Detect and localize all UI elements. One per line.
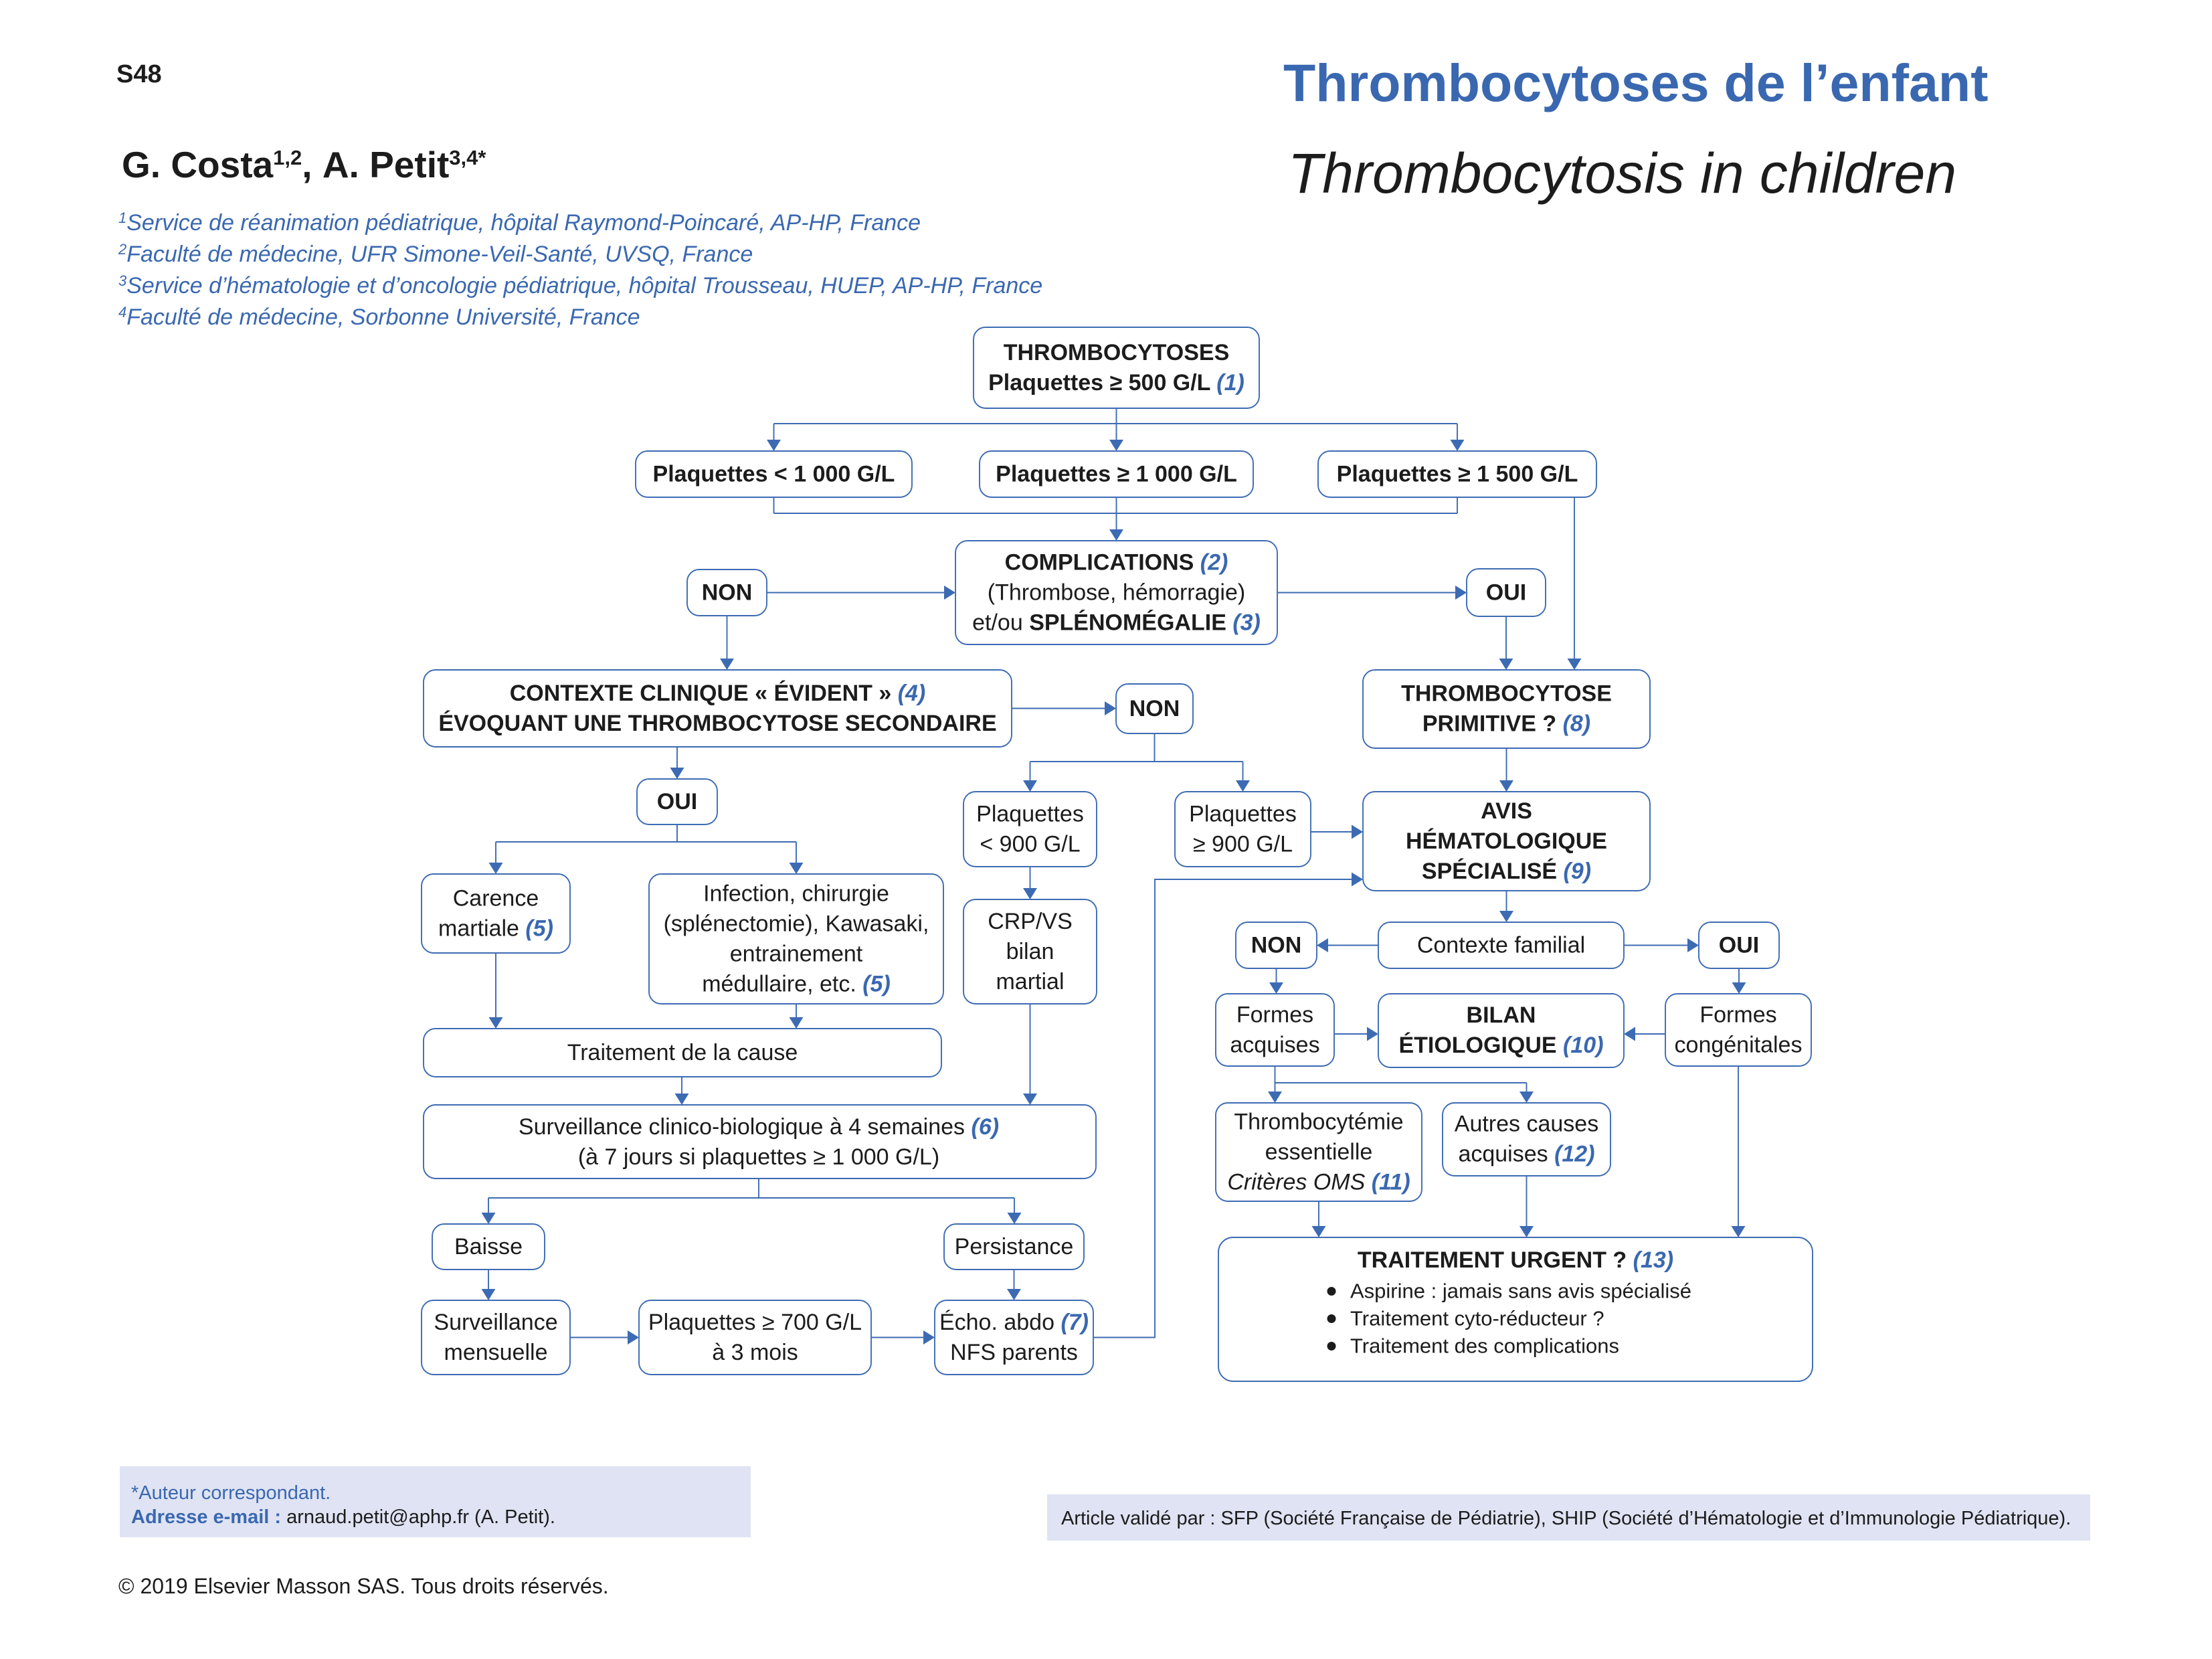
svg-text:(splénectomie), Kawasaki,: (splénectomie), Kawasaki,: [664, 911, 929, 937]
svg-text:bilan: bilan: [1006, 939, 1054, 964]
svg-text:martial: martial: [996, 969, 1064, 994]
svg-text:NFS parents: NFS parents: [950, 1340, 1078, 1365]
svg-text:G. Costa1,2, A. Petit3,4*: G. Costa1,2, A. Petit3,4*: [122, 144, 486, 185]
svg-text:Persistance: Persistance: [955, 1234, 1074, 1259]
svg-text:entrainement: entrainement: [730, 942, 863, 967]
svg-text:Infection, chirurgie: Infection, chirurgie: [703, 881, 889, 907]
svg-text:Plaquettes ≥ 500 G/L (1): Plaquettes ≥ 500 G/L (1): [988, 370, 1245, 396]
svg-text:Thrombocytoses de l’enfant: Thrombocytoses de l’enfant: [1283, 53, 1989, 112]
svg-text:Plaquettes ≥ 1 500 G/L: Plaquettes ≥ 1 500 G/L: [1337, 462, 1578, 487]
svg-text:OUI: OUI: [1486, 580, 1526, 606]
svg-text:< 900 G/L: < 900 G/L: [980, 832, 1080, 857]
svg-text:BILAN: BILAN: [1467, 1002, 1536, 1028]
svg-text:Autres causes: Autres causes: [1455, 1112, 1598, 1137]
svg-text:NON: NON: [702, 580, 753, 606]
svg-text:Formes: Formes: [1236, 1002, 1313, 1028]
svg-text:Contexte familial: Contexte familial: [1417, 933, 1585, 958]
svg-text:Adresse e-mail : arnaud.petit@: Adresse e-mail : arnaud.petit@aphp.fr (A…: [131, 1506, 555, 1528]
svg-text:acquises: acquises: [1230, 1033, 1319, 1058]
svg-text:ÉTIOLOGIQUE (10): ÉTIOLOGIQUE (10): [1398, 1033, 1603, 1058]
svg-text:2Faculté de médecine, UFR Simo: 2Faculté de médecine, UFR Simone-Veil-Sa…: [118, 241, 753, 267]
svg-text:CONTEXTE CLINIQUE « ÉVIDENT »: CONTEXTE CLINIQUE « ÉVIDENT » (4): [510, 681, 926, 706]
svg-text:AVIS: AVIS: [1481, 798, 1532, 824]
svg-text:≥ 900 G/L: ≥ 900 G/L: [1193, 832, 1293, 857]
svg-text:acquises (12): acquises (12): [1458, 1142, 1594, 1167]
svg-text:Traitement de la cause: Traitement de la cause: [567, 1040, 798, 1065]
svg-text:THROMBOCYTOSES: THROMBOCYTOSES: [1004, 340, 1230, 365]
svg-text:4Faculté de médecine, Sorbonne: 4Faculté de médecine, Sorbonne Universit…: [118, 304, 640, 330]
svg-text:martiale (5): martiale (5): [438, 916, 553, 942]
svg-text:Thrombocytémie: Thrombocytémie: [1234, 1110, 1403, 1135]
svg-text:Carence: Carence: [453, 886, 539, 911]
svg-text:COMPLICATIONS (2): COMPLICATIONS (2): [1005, 550, 1228, 576]
svg-text:congénitales: congénitales: [1675, 1033, 1803, 1058]
svg-text:Traitement cyto-réducteur ?: Traitement cyto-réducteur ?: [1350, 1306, 1604, 1330]
svg-text:ÉVOQUANT UNE THROMBOCYTOSE SEC: ÉVOQUANT UNE THROMBOCYTOSE SECONDAIRE: [438, 711, 996, 736]
svg-text:*Auteur correspondant.: *Auteur correspondant.: [131, 1482, 331, 1504]
svg-text:Formes: Formes: [1699, 1002, 1776, 1028]
svg-text:Critères OMS (11): Critères OMS (11): [1227, 1170, 1410, 1195]
svg-text:(à 7 jours si plaquettes ≥ 1 0: (à 7 jours si plaquettes ≥ 1 000 G/L): [578, 1144, 939, 1170]
svg-text:Surveillance clinico-biologiqu: Surveillance clinico-biologique à 4 sema…: [519, 1114, 999, 1140]
svg-text:3Service d’hématologie et d’on: 3Service d’hématologie et d’oncologie pé…: [118, 272, 1042, 298]
svg-text:HÉMATOLOGIQUE: HÉMATOLOGIQUE: [1406, 828, 1607, 854]
svg-text:Baisse: Baisse: [454, 1234, 523, 1259]
svg-text:Plaquettes: Plaquettes: [976, 802, 1084, 827]
svg-text:NON: NON: [1129, 696, 1180, 721]
svg-text:Plaquettes < 1 000 G/L: Plaquettes < 1 000 G/L: [653, 462, 895, 487]
svg-text:Aspirine : jamais sans avis sp: Aspirine : jamais sans avis spécialisé: [1350, 1279, 1691, 1302]
svg-text:Plaquettes ≥ 1 000 G/L: Plaquettes ≥ 1 000 G/L: [996, 462, 1237, 487]
svg-text:Traitement des complications: Traitement des complications: [1350, 1334, 1619, 1357]
svg-text:(Thrombose, hémorragie): (Thrombose, hémorragie): [988, 580, 1245, 606]
svg-text:THROMBOCYTOSE: THROMBOCYTOSE: [1401, 681, 1612, 707]
svg-text:mensuelle: mensuelle: [444, 1340, 548, 1365]
svg-text:CRP/VS: CRP/VS: [988, 909, 1073, 934]
svg-text:S48: S48: [116, 60, 162, 88]
svg-text:PRIMITIVE ? (8): PRIMITIVE ? (8): [1422, 711, 1590, 737]
svg-text:Écho. abdo (7): Écho. abdo (7): [939, 1310, 1089, 1335]
svg-text:Thrombocytosis in children: Thrombocytosis in children: [1288, 142, 1956, 205]
svg-text:Plaquettes: Plaquettes: [1189, 802, 1297, 827]
svg-text:Plaquettes ≥ 700 G/L: Plaquettes ≥ 700 G/L: [648, 1310, 862, 1335]
svg-text:à 3 mois: à 3 mois: [712, 1340, 798, 1365]
svg-text:1Service de réanimation pédiat: 1Service de réanimation pédiatrique, hôp…: [118, 209, 921, 236]
svg-text:© 2019 Elsevier Masson SAS. To: © 2019 Elsevier Masson SAS. Tous droits …: [118, 1574, 609, 1598]
svg-text:essentielle: essentielle: [1265, 1140, 1373, 1165]
svg-text:OUI: OUI: [657, 789, 697, 814]
svg-text:OUI: OUI: [1719, 933, 1759, 958]
svg-text:Surveillance: Surveillance: [434, 1310, 557, 1335]
svg-text:NON: NON: [1251, 933, 1302, 958]
svg-text:SPÉCIALISÉ (9): SPÉCIALISÉ (9): [1422, 859, 1591, 884]
svg-text:et/ou SPLÉNOMÉGALIE (3): et/ou SPLÉNOMÉGALIE (3): [972, 610, 1261, 636]
svg-text:TRAITEMENT URGENT ? (13): TRAITEMENT URGENT ? (13): [1358, 1247, 1673, 1273]
svg-text:médullaire, etc. (5): médullaire, etc. (5): [702, 972, 891, 997]
svg-text:Article validé par : SFP (Soci: Article validé par : SFP (Société França…: [1061, 1508, 2071, 1529]
